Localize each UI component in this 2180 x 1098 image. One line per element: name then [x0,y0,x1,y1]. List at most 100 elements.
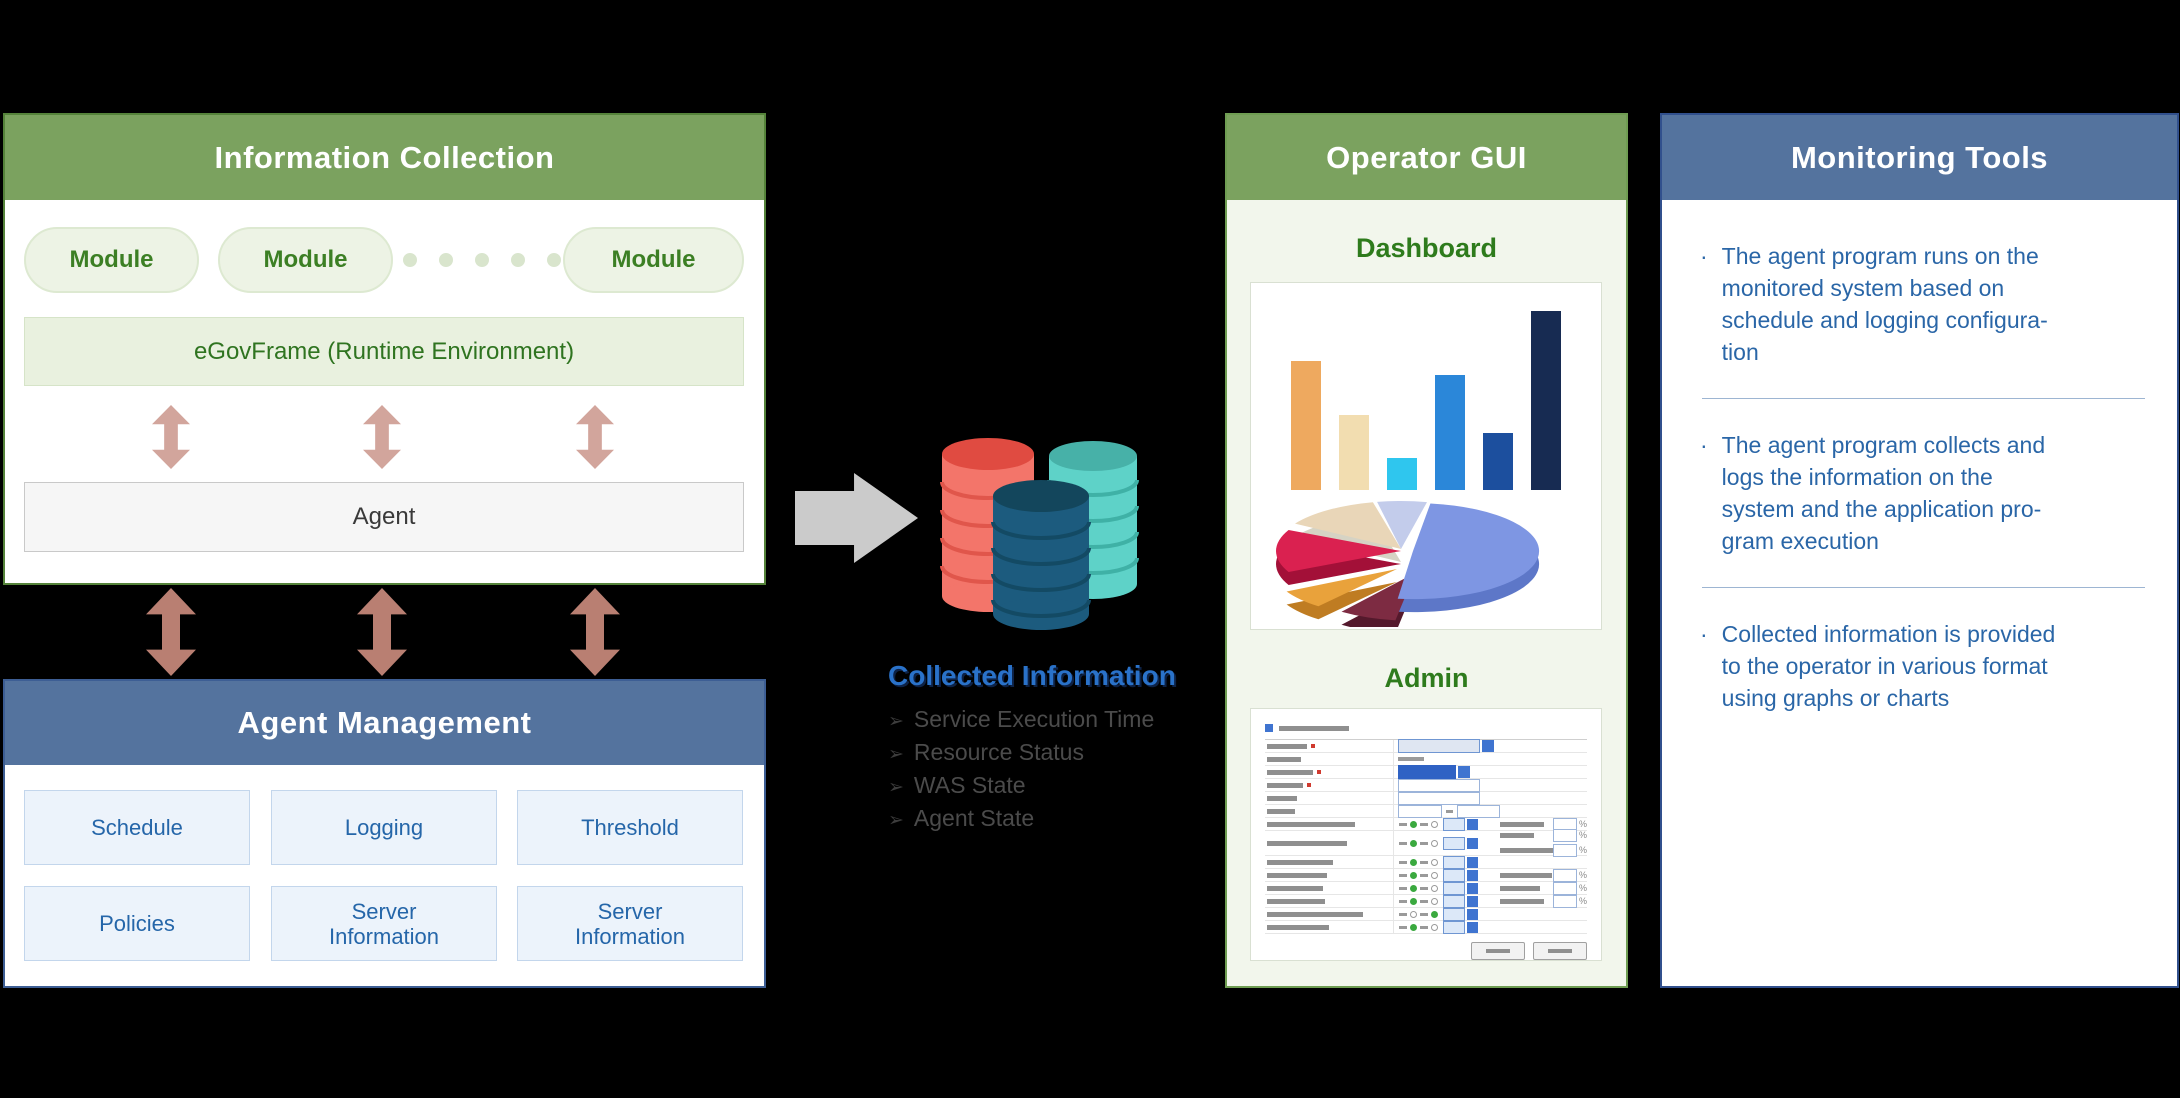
pie-slice-crimson [1276,530,1401,572]
operator-gui-header: Operator GUI [1227,115,1626,200]
admin-form-rows: %%%%%% [1265,739,1587,934]
monitoring-tools-title: Monitoring Tools [1790,139,2049,175]
monitoring-tools-header: Monitoring Tools [1662,115,2177,200]
collected-information-block: Collected Information ➢ Service Execution… [888,660,1218,838]
admin-form-row: % [1265,868,1587,882]
bullet-square-icon [1265,724,1273,732]
module-pill-1: Module [24,227,199,293]
admin-form-row [1265,920,1587,934]
mgmt-box-label: Logging [344,815,424,840]
monitoring-bullet-text: The agent program collects and logs the … [1721,432,2046,554]
ellipsis-dots [403,227,561,293]
monitoring-tools-body: · The agent program runs on the monitore… [1662,200,2177,714]
pie-slice-tan [1295,502,1401,549]
agent-management-panel: Agent Management Schedule Logging Thresh… [3,679,766,988]
module-label: Module [69,246,154,273]
arrowhead-bullet-icon: ➢ [888,711,904,732]
updown-arrow-icon [357,588,407,676]
monitoring-bullet-2: · The agent program collects and logs th… [1700,429,2149,557]
module-pill-2: Module [218,227,393,293]
bar-series-3 [1387,458,1417,490]
admin-form-title [1265,721,1587,740]
operator-gui-title: Operator GUI [1326,139,1527,175]
bar-series-6 [1531,311,1561,490]
monitoring-bullet-1: · The agent program runs on the monitore… [1700,240,2149,368]
agent-management-title: Agent Management [237,705,532,740]
admin-form-row: % [1265,881,1587,895]
updown-arrow-icon [152,405,190,469]
egovframe-runtime-row: eGovFrame (Runtime Environment) [24,317,744,386]
pie-slice-lavender [1377,501,1427,549]
egovframe-runtime-label: eGovFrame (Runtime Environment) [193,337,575,365]
bullet-dot-icon: · [1700,243,1708,269]
collected-information-item-label: Resource Status [913,739,1084,765]
database-navy [991,480,1091,630]
admin-form-row: %% [1265,829,1587,857]
mgmt-box-label: Policies [99,911,175,936]
pie-slice-maroon [1341,573,1415,621]
pie-slice-orange [1286,569,1397,607]
information-collection-header: Information Collection [5,115,764,200]
collected-information-item: ➢Agent State [888,805,1218,832]
mgmt-box-policies: Policies [24,886,250,961]
monitoring-bullet-text: Collected information is provided to the… [1721,621,2056,711]
module-label: Module [263,246,348,273]
admin-form-row [1265,804,1587,818]
mgmt-box-label: Threshold [581,815,679,840]
bar-series-1 [1291,361,1321,490]
agent-management-header: Agent Management [5,681,764,765]
admin-preview-card: %%%%%% [1250,708,1602,961]
collected-information-item-label: Service Execution Time [913,706,1155,732]
agent-label: Agent [352,503,416,530]
collected-information-title: Collected Information [888,660,1176,691]
mgmt-box-schedule: Schedule [24,790,250,865]
database-cylinders-icon [940,438,1139,630]
mgmt-box-server-information-2: Server Information [517,886,743,961]
admin-form-row [1265,739,1587,753]
admin-label: Admin [1384,663,1469,693]
operator-gui-panel: Operator GUI Dashboard [1225,113,1628,988]
admin-mini-button [1471,942,1525,960]
updown-arrow-icon [576,405,614,469]
updown-arrow-icon [570,588,620,676]
information-collection-panel: Information Collection Module Module Mod… [3,113,766,585]
arrowhead-bullet-icon: ➢ [888,744,904,765]
dot-icon [475,253,489,267]
collected-information-item: ➢WAS State [888,772,1218,799]
flow-arrow-icon [795,473,918,563]
admin-form-buttons [1265,942,1587,960]
collected-information-item-label: Agent State [913,805,1035,831]
mgmt-box-label: Schedule [91,815,183,840]
dot-icon [547,253,561,267]
bullet-dot-icon: · [1700,432,1708,458]
information-collection-title: Information Collection [214,139,555,175]
admin-form-row: % [1265,894,1587,908]
dot-icon [403,253,417,267]
dot-icon [511,253,525,267]
dot-icon [439,253,453,267]
bar-series-5 [1483,433,1513,490]
module-pill-3: Module [563,227,744,293]
admin-form-row [1265,855,1587,869]
mgmt-box-label: Server Information [328,898,440,949]
admin-form-row [1265,907,1587,921]
collected-information-item: ➢ Service Execution Time [888,706,1218,733]
divider [1702,398,2145,399]
pie-slice-blue [1397,503,1540,600]
admin-form-row [1265,765,1587,779]
module-label: Module [611,246,696,273]
bar-chart [1251,311,1601,490]
mgmt-box-server-information-1: Server Information [271,886,497,961]
divider [1702,587,2145,588]
collected-information-item-label: WAS State [913,772,1026,798]
bar-series-2 [1339,415,1369,490]
collected-information-item: ➢ Resource Status [888,739,1218,766]
mgmt-box-logging: Logging [271,790,497,865]
pie-chart [1276,501,1540,627]
mgmt-box-label: Server Information [574,898,686,949]
agent-row: Agent [24,482,744,552]
updown-arrow-icon [363,405,401,469]
dashboard-label: Dashboard [1355,233,1498,263]
admin-form-row [1265,778,1587,792]
